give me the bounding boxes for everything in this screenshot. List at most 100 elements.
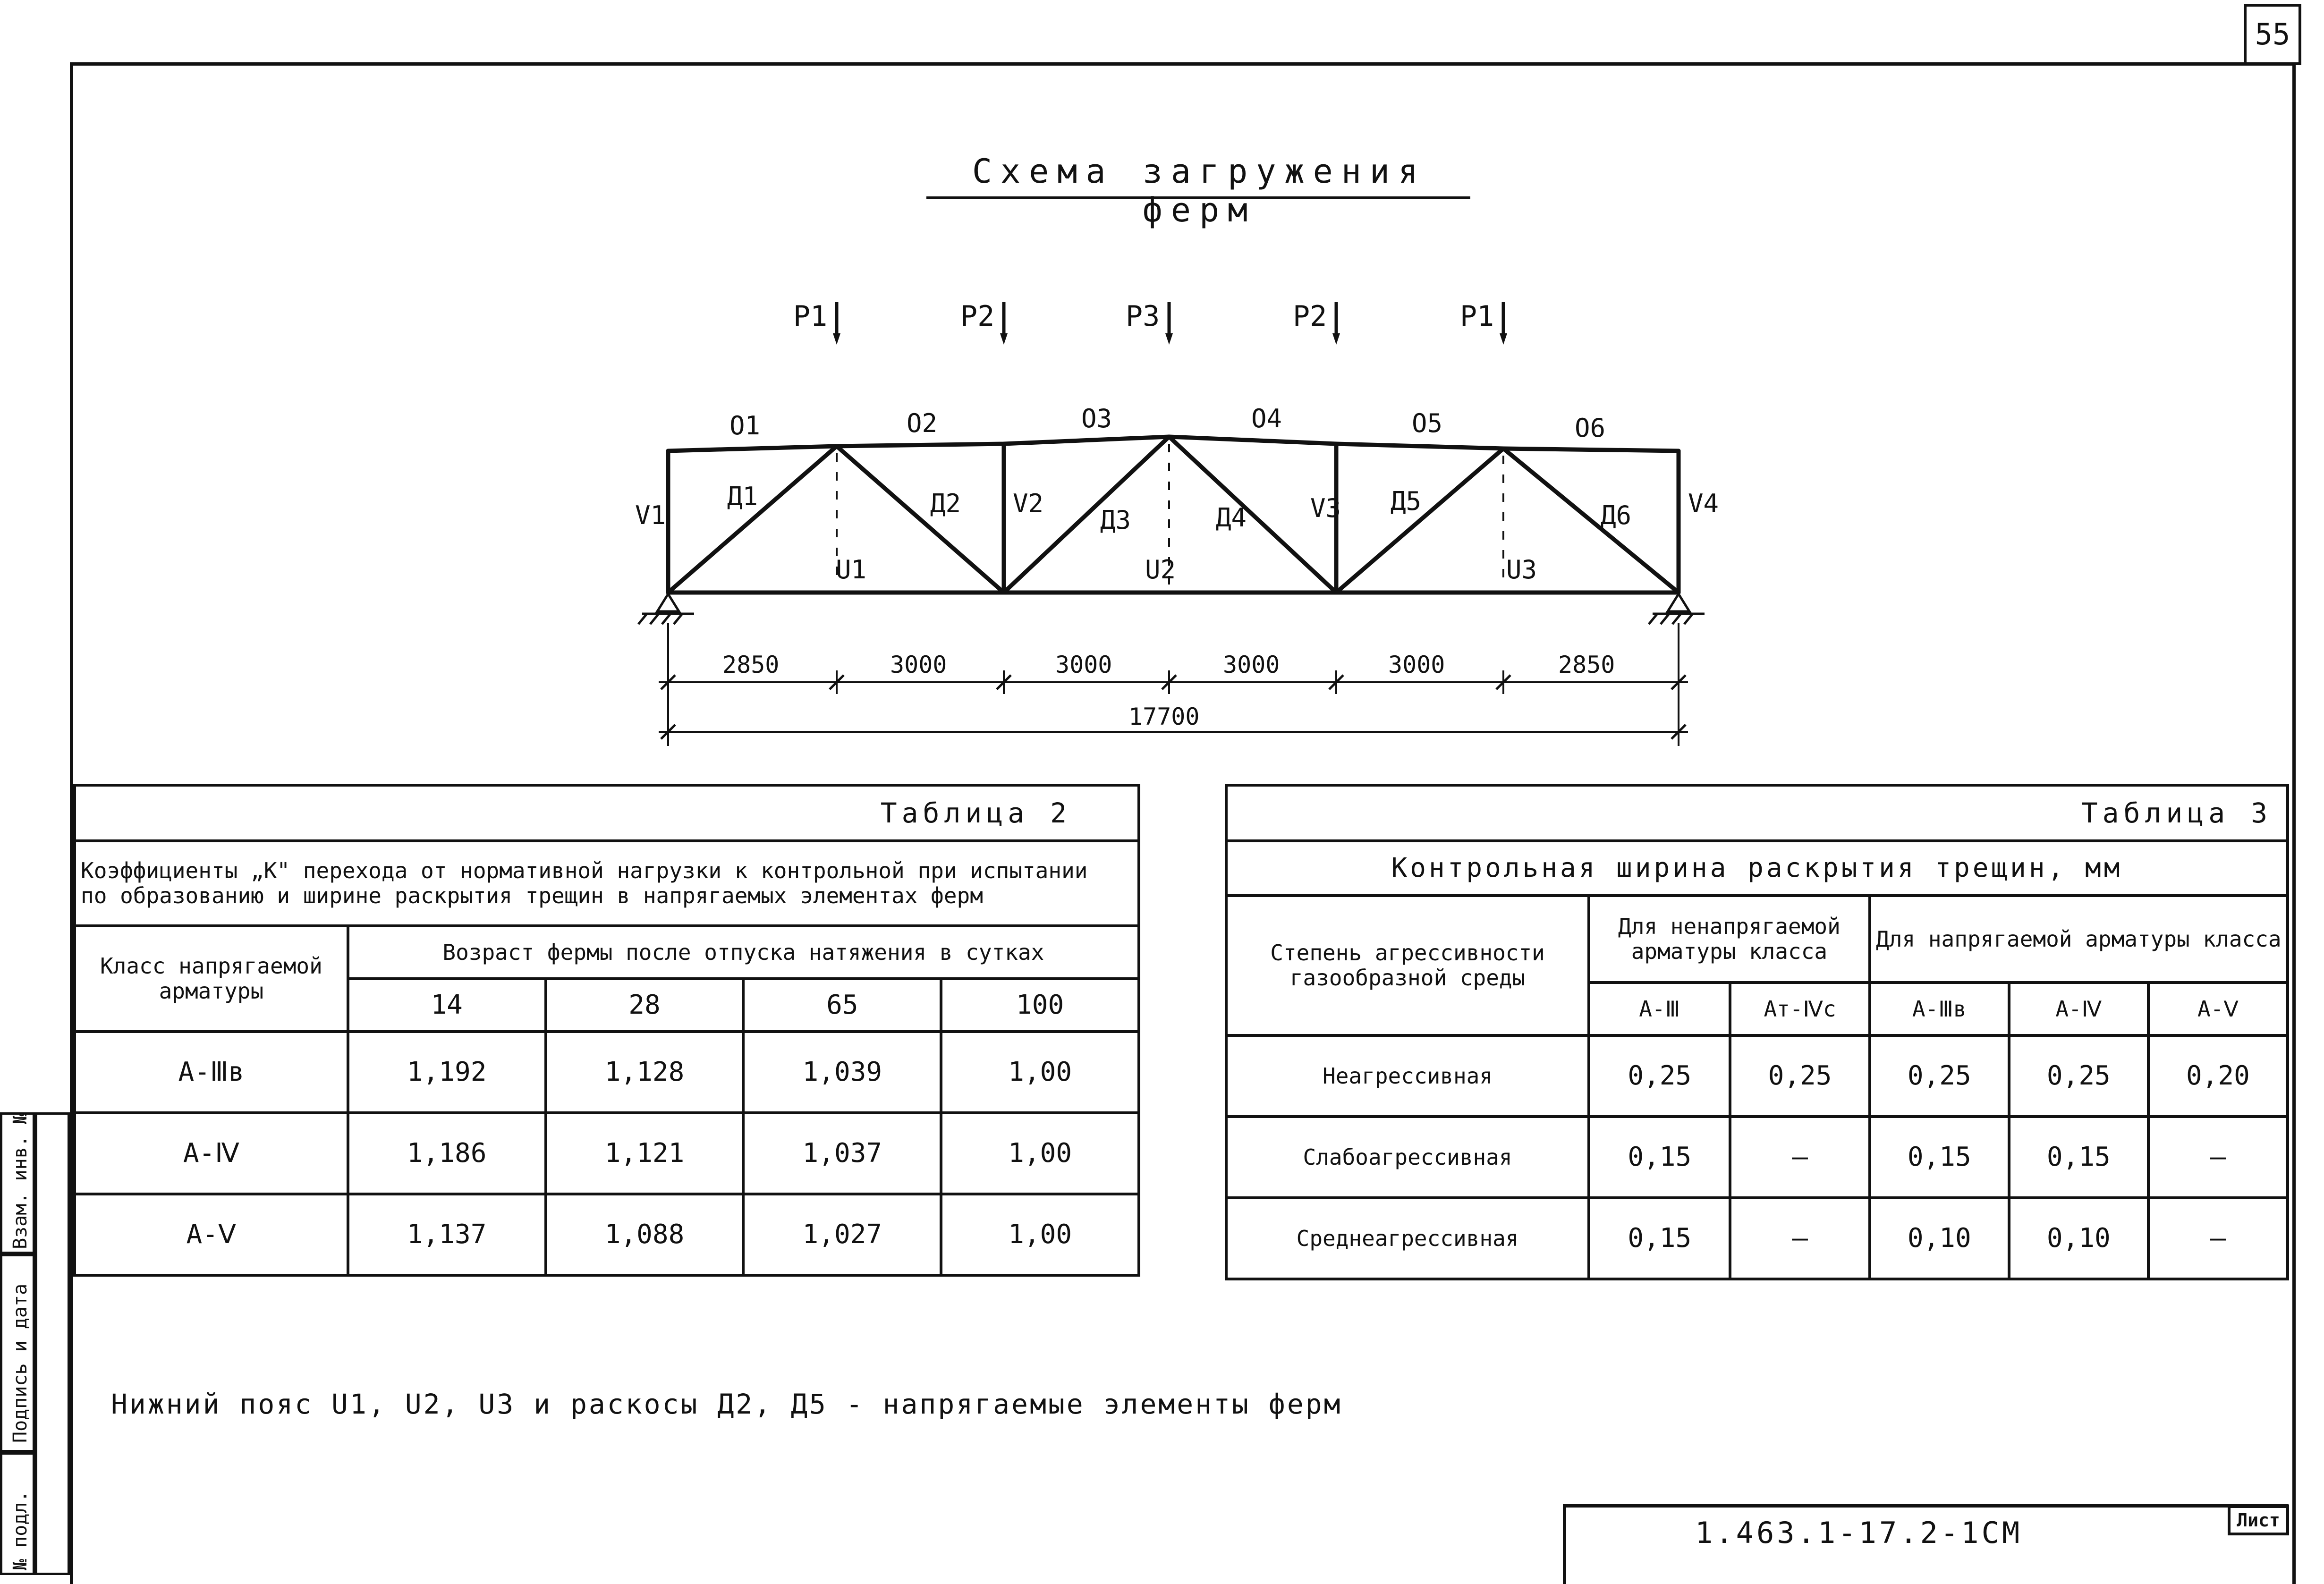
sign-date-label: Подпись и дата (9, 1283, 31, 1443)
table-cell: 1,137 (346, 1193, 547, 1277)
title-underline (926, 196, 1470, 199)
sheet-frame (70, 62, 2296, 1584)
table-cell: 1,128 (544, 1030, 745, 1114)
table-cell: 1,00 (940, 1111, 1140, 1195)
table-cell: 0,20 (2146, 1034, 2290, 1118)
table-cell: 0,15 (1587, 1196, 1732, 1280)
table-cell: 1,00 (940, 1193, 1140, 1277)
member-label: V3 (1310, 493, 1341, 523)
row-env: Слабоагрессивная (1224, 1115, 1591, 1199)
span-dimension: 3000 (890, 651, 947, 678)
table-cell: 0,15 (2007, 1115, 2150, 1199)
table-2: Таблица 2 Коэффициенты „К" перехода от н… (73, 784, 1141, 1277)
table-cell: 1,192 (346, 1030, 547, 1114)
row-class: А-Ⅴ (73, 1193, 349, 1277)
age-cell: 14 (346, 977, 547, 1033)
table-cell: 0,25 (1868, 1034, 2010, 1118)
sheet-label: Лист (2228, 1505, 2289, 1535)
span-dimension: 2850 (722, 651, 779, 678)
table-cell: 0,25 (2007, 1034, 2150, 1118)
table-cell: — (1729, 1196, 1871, 1280)
load-label: P3 (1126, 300, 1160, 333)
table-cell: 1,027 (742, 1193, 943, 1277)
table-cell: 1,037 (742, 1111, 943, 1195)
table-cell: 1,121 (544, 1111, 745, 1195)
span-dimension: 3000 (1223, 651, 1280, 678)
table-cell: 0,10 (2007, 1196, 2150, 1280)
table-cell: 1,039 (742, 1030, 943, 1114)
age-cell: 65 (742, 977, 943, 1033)
load-label: P1 (793, 300, 827, 333)
member-label: O2 (907, 408, 937, 438)
table-cell: 0,25 (1587, 1034, 1732, 1118)
member-label: U3 (1506, 555, 1537, 584)
class-cell: А-Ⅴ (2146, 981, 2290, 1037)
member-label: U2 (1145, 555, 1176, 584)
span-dimension: 2850 (1558, 651, 1615, 678)
table-caption: Таблица 3 (1225, 784, 2289, 842)
row-env: Неагрессивная (1224, 1034, 1591, 1118)
member-label: O4 (1251, 404, 1282, 433)
truss-diagram: P1 P2 P3 P2 P1 O1 O2 O3 O4 O5 O6 V1 V2 V… (635, 300, 1719, 746)
load-label: P2 (960, 300, 994, 333)
nonprestressed-header: Для ненапрягаемой арматуры класса (1587, 894, 1871, 984)
table-heading: Коэффициенты „К" перехода от нормативной… (73, 839, 1140, 927)
table-caption: Таблица 2 (73, 784, 1140, 842)
member-label: Д4 (1216, 503, 1247, 533)
member-label: V2 (1013, 489, 1043, 518)
table-cell: 0,25 (1729, 1034, 1871, 1118)
drawing-code: 1.463.1-17.2-1СМ (1695, 1516, 2023, 1550)
table-cell: — (1729, 1115, 1871, 1199)
class-cell: Ат-Ⅳс (1729, 981, 1871, 1037)
class-cell: А-Ⅳ (2007, 981, 2150, 1037)
table-3: Таблица 3 Контрольная ширина раскрытия т… (1224, 784, 2290, 1280)
table-row: А-Ⅲв 1,192 1,128 1,039 1,00 (73, 1030, 1140, 1114)
table-row: Слабоагрессивная 0,15 — 0,15 0,15 — (1224, 1115, 2290, 1199)
member-label: Д5 (1391, 486, 1421, 516)
member-label: O5 (1412, 408, 1442, 438)
replaced-inv-label: Взам. инв. № (9, 1113, 31, 1249)
table-cell: 0,15 (1587, 1115, 1732, 1199)
footnote: Нижний пояс U1, U2, U3 и раскосы Д2, Д5 … (111, 1388, 1342, 1420)
member-label: U1 (836, 555, 866, 584)
member-label: O1 (729, 411, 760, 440)
row-env: Среднеагрессивная (1224, 1196, 1591, 1280)
member-label: V4 (1688, 489, 1719, 518)
member-label: Д2 (930, 489, 961, 518)
total-span-dimension: 17700 (1128, 703, 1200, 730)
span-dimension: 3000 (1388, 651, 1445, 678)
member-label: Д1 (727, 482, 758, 511)
table-cell: — (2146, 1196, 2290, 1280)
table-cell: 1,088 (544, 1193, 745, 1277)
member-label: O6 (1575, 413, 1605, 443)
age-header: Возраст фермы после отпуска натяжения в … (346, 924, 1141, 980)
table-row: А-Ⅴ 1,137 1,088 1,027 1,00 (73, 1193, 1140, 1277)
table-row: Среднеагрессивная 0,15 — 0,10 0,10 — (1224, 1196, 2290, 1280)
table-cell: — (2146, 1115, 2290, 1199)
env-header: Степень агрессивности газообразной среды (1224, 894, 1591, 1037)
table-cell: 1,186 (346, 1111, 547, 1195)
load-label: P2 (1293, 300, 1327, 333)
prestressed-header: Для напрягаемой арматуры класса (1868, 894, 2290, 984)
member-label: O3 (1081, 404, 1112, 433)
age-cell: 28 (544, 977, 745, 1033)
title-block (1563, 1504, 2289, 1584)
load-label: P1 (1460, 300, 1494, 333)
table-heading: Контрольная ширина раскрытия трещин, мм (1225, 839, 2289, 897)
member-label: Д6 (1601, 500, 1631, 530)
inventory-strip: Взам. инв. № Подпись и дата № подл. (0, 1112, 70, 1581)
table-row: Неагрессивная 0,25 0,25 0,25 0,25 0,20 (1224, 1034, 2290, 1118)
member-label: V1 (635, 500, 666, 530)
inv-no-label: № подл. (9, 1491, 31, 1570)
span-dimension: 3000 (1055, 651, 1112, 678)
table-cell: 1,00 (940, 1030, 1140, 1114)
table-cell: 0,15 (1868, 1115, 2010, 1199)
row-class: А-Ⅳ (73, 1111, 349, 1195)
class-cell: А-Ⅲв (1868, 981, 2010, 1037)
member-label: Д3 (1100, 505, 1131, 535)
table-row: А-Ⅳ 1,186 1,121 1,037 1,00 (73, 1111, 1140, 1195)
class-cell: А-Ⅲ (1587, 981, 1732, 1037)
class-header: Класс напрягаемой арматуры (73, 924, 349, 1033)
table-cell: 0,10 (1868, 1196, 2010, 1280)
age-cell: 100 (940, 977, 1140, 1033)
